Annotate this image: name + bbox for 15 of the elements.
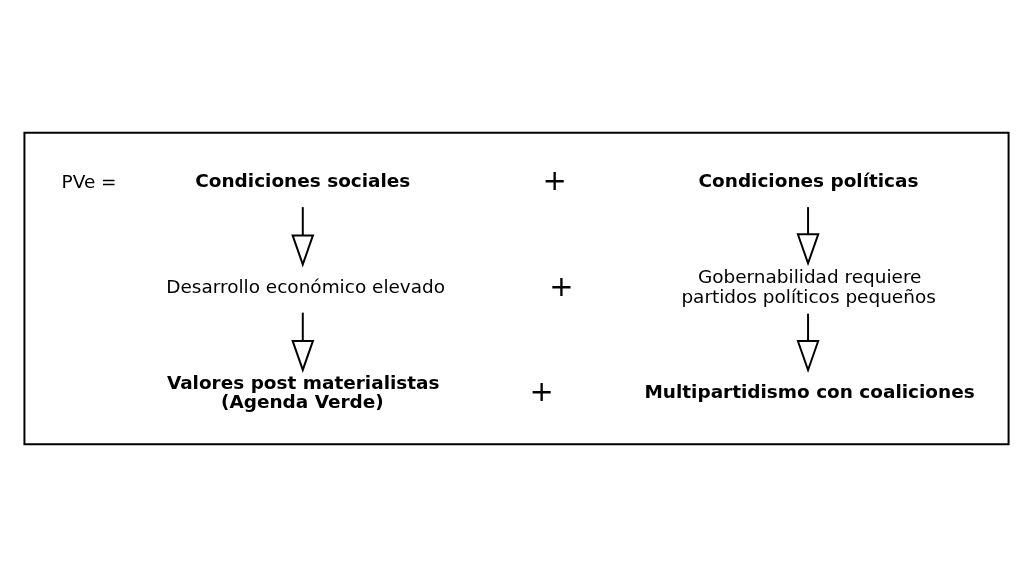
arrow bbox=[291, 205, 315, 267]
node-text: Multipartidismo con coaliciones bbox=[644, 380, 975, 402]
label: + bbox=[549, 268, 574, 303]
arrow bbox=[796, 205, 820, 266]
arrow bbox=[291, 311, 315, 373]
node-text: Gobernabilidad requiere partidos políticos pequeños bbox=[681, 265, 936, 307]
label: + bbox=[529, 373, 554, 408]
node-text: Desarrollo económico elevado bbox=[166, 275, 446, 297]
label: PVe = bbox=[61, 170, 117, 192]
node-text: Valores post materialistas (Agenda Verde) bbox=[166, 371, 440, 411]
node-text: Condiciones sociales bbox=[195, 169, 411, 191]
label: + bbox=[542, 162, 567, 197]
node-text: Condiciones políticas bbox=[698, 169, 919, 191]
cluster bbox=[23, 131, 1010, 445]
arrow bbox=[796, 312, 820, 373]
